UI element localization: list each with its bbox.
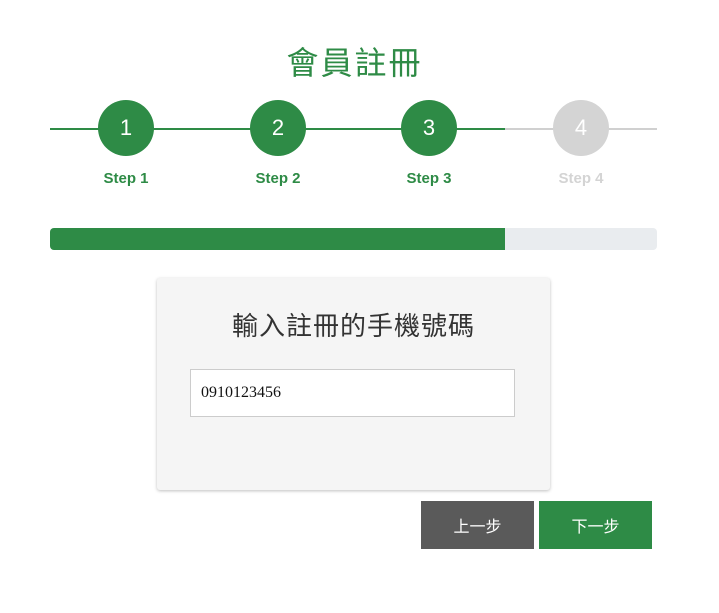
step-1-label: Step 1 bbox=[103, 170, 149, 187]
previous-step-button[interactable]: 上一步 bbox=[421, 501, 534, 549]
card-title: 輸入註冊的手機號碼 bbox=[231, 312, 475, 342]
step-4: 4 Step 4 bbox=[541, 100, 621, 187]
step-1-circle: 1 bbox=[98, 100, 154, 156]
step-4-circle: 4 bbox=[553, 100, 609, 156]
phone-entry-card: 輸入註冊的手機號碼 bbox=[157, 278, 550, 490]
step-1: 1 Step 1 bbox=[86, 100, 166, 187]
step-2-circle: 2 bbox=[250, 100, 306, 156]
step-3-label: Step 3 bbox=[406, 170, 452, 187]
step-3-circle: 3 bbox=[401, 100, 457, 156]
step-2-label: Step 2 bbox=[255, 170, 301, 187]
progress-bar bbox=[50, 228, 657, 250]
registration-stepper: 1 Step 1 2 Step 2 3 Step 3 4 Step 4 bbox=[50, 100, 657, 200]
phone-number-input[interactable] bbox=[190, 369, 515, 417]
next-step-button[interactable]: 下一步 bbox=[539, 501, 652, 549]
page-title: 會員註冊 bbox=[286, 44, 423, 82]
step-3: 3 Step 3 bbox=[389, 100, 469, 187]
progress-bar-fill bbox=[50, 228, 506, 250]
step-2: 2 Step 2 bbox=[238, 100, 318, 187]
step-4-label: Step 4 bbox=[558, 170, 604, 187]
